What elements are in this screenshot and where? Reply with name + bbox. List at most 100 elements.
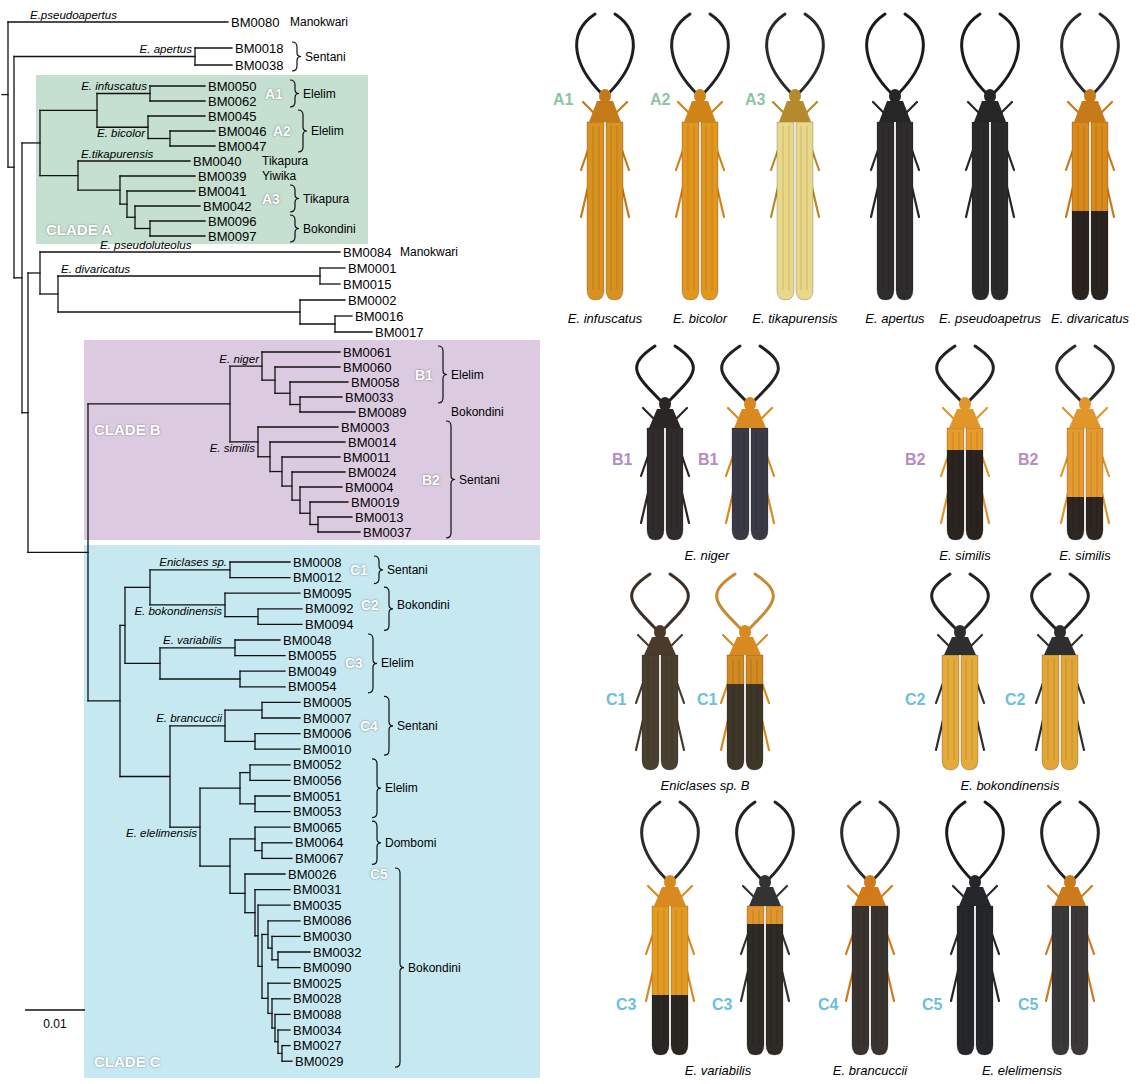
elytron-rib bbox=[1079, 432, 1080, 530]
elytron-rib bbox=[682, 910, 683, 1045]
photo-species-label: E. apertus bbox=[865, 312, 924, 325]
specimen-label: BM0019 bbox=[351, 496, 399, 509]
antenna bbox=[937, 346, 962, 402]
branch bbox=[78, 160, 190, 161]
branch bbox=[290, 381, 348, 382]
specimen-label: BM0040 bbox=[193, 155, 241, 168]
branch bbox=[310, 524, 318, 525]
branch bbox=[282, 1061, 292, 1062]
branch bbox=[258, 426, 338, 427]
elytron-rib bbox=[971, 432, 972, 530]
branch bbox=[225, 710, 262, 711]
elytron-rib bbox=[954, 659, 955, 760]
antenna bbox=[608, 14, 633, 94]
branch bbox=[240, 671, 285, 672]
branch bbox=[119, 176, 120, 204]
branch bbox=[149, 221, 150, 236]
pronotum bbox=[974, 101, 1006, 122]
pronotum bbox=[1069, 409, 1101, 428]
branch bbox=[255, 850, 262, 851]
branch bbox=[160, 678, 240, 679]
head bbox=[789, 89, 801, 103]
branch bbox=[282, 485, 292, 486]
antenna bbox=[737, 802, 762, 880]
antenna bbox=[798, 14, 823, 94]
branch bbox=[235, 655, 285, 656]
branch bbox=[262, 702, 300, 703]
branch bbox=[262, 717, 300, 718]
elytron-rib bbox=[653, 432, 654, 530]
elytron-rib bbox=[889, 126, 890, 290]
elytron bbox=[852, 906, 869, 1055]
elytron-rib bbox=[953, 432, 954, 530]
elytron bbox=[671, 906, 688, 1055]
specimen-label: BM0018 bbox=[235, 42, 283, 55]
antenna bbox=[873, 802, 898, 880]
specimen-label: BM0058 bbox=[351, 376, 399, 389]
branch bbox=[258, 456, 270, 457]
branch bbox=[262, 842, 292, 843]
branch bbox=[240, 686, 285, 687]
branch bbox=[262, 379, 275, 380]
species-label: E. infuscatus bbox=[81, 81, 147, 93]
brace bbox=[368, 634, 377, 693]
branch bbox=[335, 331, 372, 332]
branch bbox=[258, 624, 302, 625]
branch bbox=[225, 593, 300, 594]
locality-label: Yiwika bbox=[262, 170, 296, 182]
specimen-label: BM0045 bbox=[208, 110, 256, 123]
pronotum bbox=[644, 637, 676, 655]
branch bbox=[257, 427, 258, 457]
scale-label: 0.01 bbox=[43, 1018, 66, 1030]
braces bbox=[290, 42, 455, 1067]
branch bbox=[22, 412, 28, 413]
branch bbox=[310, 501, 348, 502]
elytron-rib bbox=[751, 659, 752, 760]
head bbox=[1064, 875, 1076, 889]
subclade-label: C2 bbox=[361, 598, 379, 612]
specimen-label: BM0033 bbox=[345, 391, 393, 404]
branch bbox=[261, 843, 262, 859]
antenna bbox=[1063, 574, 1088, 630]
elytron-rib bbox=[611, 126, 612, 290]
branch bbox=[159, 648, 160, 679]
elytron-rib bbox=[733, 659, 734, 760]
antenna bbox=[1032, 574, 1057, 630]
branch bbox=[13, 57, 14, 278]
clade-fill bbox=[84, 340, 540, 540]
photo-subclade-label: C1 bbox=[606, 692, 626, 708]
branch bbox=[262, 998, 268, 999]
specimen-label: BM0038 bbox=[235, 59, 283, 72]
branch bbox=[282, 1045, 290, 1046]
elytron-rib bbox=[756, 432, 757, 530]
branch bbox=[254, 734, 255, 750]
specimen-label: BM0048 bbox=[283, 634, 331, 647]
species-label: E. similis bbox=[210, 443, 255, 455]
branch bbox=[135, 228, 150, 229]
branch bbox=[120, 203, 127, 204]
elytron-rib bbox=[1002, 126, 1003, 290]
branch bbox=[229, 562, 230, 578]
branch bbox=[234, 640, 235, 656]
antenna bbox=[932, 574, 957, 630]
branch bbox=[250, 764, 290, 765]
branch bbox=[78, 189, 120, 190]
locality-label: Bokondini bbox=[397, 599, 450, 611]
specimen-label: BM0062 bbox=[208, 95, 256, 108]
branch bbox=[149, 86, 150, 101]
branch bbox=[240, 772, 250, 773]
branch bbox=[270, 441, 345, 442]
pronotum bbox=[854, 887, 886, 906]
branch bbox=[195, 64, 232, 65]
antenna bbox=[842, 802, 867, 880]
photo-species-label: E. tikapurensis bbox=[752, 312, 837, 325]
head bbox=[659, 397, 671, 411]
elytron-rib bbox=[858, 910, 859, 1045]
head bbox=[694, 89, 706, 103]
pronotum bbox=[779, 101, 811, 122]
elytron bbox=[1091, 122, 1108, 300]
elytron bbox=[777, 122, 794, 300]
branch bbox=[39, 252, 40, 294]
elytron-rib bbox=[593, 126, 594, 290]
specimen-label: BM0029 bbox=[295, 1055, 343, 1068]
